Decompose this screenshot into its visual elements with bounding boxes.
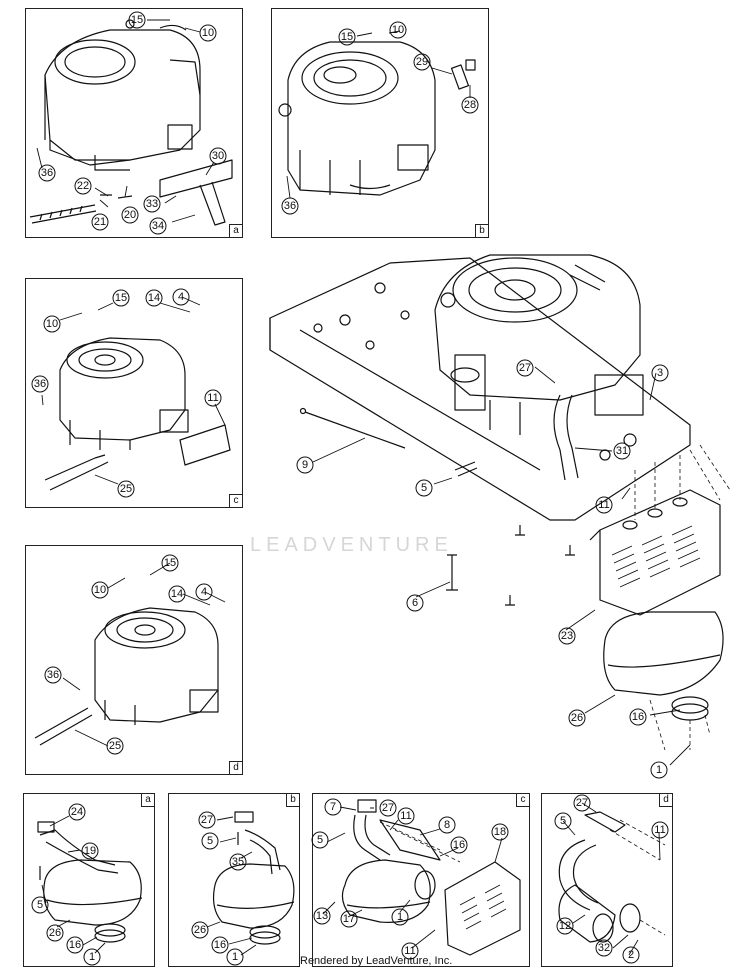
panel-tag-small-c: c xyxy=(516,794,529,807)
callout-4: 4 xyxy=(178,291,184,303)
callout-10: 10 xyxy=(94,584,106,596)
panel-tag-small-d: d xyxy=(659,794,672,807)
panel-tag-small-a: a xyxy=(141,794,154,807)
callout-32: 32 xyxy=(598,942,610,954)
callout-15: 15 xyxy=(341,31,353,43)
callout-11: 11 xyxy=(404,945,415,957)
panel-tag-a: a xyxy=(229,224,242,237)
engine-c-drawing xyxy=(44,337,231,491)
callout-8: 8 xyxy=(444,819,450,831)
engine-variant-d-panel: d xyxy=(25,545,243,775)
muffler-c-drawing xyxy=(341,799,521,956)
callout-36: 36 xyxy=(284,200,296,212)
callout-27: 27 xyxy=(201,814,213,826)
callout-24: 24 xyxy=(71,806,83,818)
callout-1: 1 xyxy=(397,911,403,923)
callout-1: 1 xyxy=(656,764,662,776)
callout-1: 1 xyxy=(232,951,238,963)
callout-23: 23 xyxy=(561,630,573,642)
engine-b-drawing xyxy=(278,41,476,196)
callout-25: 25 xyxy=(120,483,132,495)
callout-11: 11 xyxy=(400,810,411,822)
muffler-variant-b-panel: b xyxy=(168,793,300,967)
callout-16: 16 xyxy=(453,839,465,851)
callout-27: 27 xyxy=(382,802,394,814)
panel-tag-small-b: b xyxy=(286,794,299,807)
callout-5: 5 xyxy=(317,834,323,846)
callout-14: 14 xyxy=(171,588,183,600)
callout-27: 27 xyxy=(519,362,531,374)
watermark: LEADVENTURE xyxy=(250,534,453,556)
callout-10: 10 xyxy=(46,318,58,330)
callout-12: 12 xyxy=(559,920,571,932)
muffler-a-drawing xyxy=(37,821,143,943)
callout-11: 11 xyxy=(207,392,218,404)
callout-9: 9 xyxy=(302,459,308,471)
callout-5: 5 xyxy=(421,482,427,494)
callout-17: 17 xyxy=(343,913,355,925)
muffler-b-drawing xyxy=(212,811,295,945)
callout-4: 4 xyxy=(201,586,207,598)
callout-16: 16 xyxy=(214,939,226,951)
callout-29: 29 xyxy=(416,56,428,68)
callout-36: 36 xyxy=(41,167,53,179)
callout-18: 18 xyxy=(494,826,506,838)
callout-7: 7 xyxy=(330,801,336,813)
callout-22: 22 xyxy=(77,180,89,192)
callout-26: 26 xyxy=(571,712,583,724)
callout-5: 5 xyxy=(37,899,43,911)
callout-33: 33 xyxy=(146,198,158,210)
engine-variant-b-panel: b xyxy=(271,8,489,238)
muffler-variant-c-panel: c xyxy=(312,793,530,967)
callout-36: 36 xyxy=(47,669,59,681)
callout-16: 16 xyxy=(69,939,81,951)
callout-30: 30 xyxy=(212,150,224,162)
engine-a-drawing xyxy=(29,19,233,226)
panel-tag-d: d xyxy=(229,761,242,774)
callout-21: 21 xyxy=(94,216,106,228)
callout-20: 20 xyxy=(124,209,136,221)
callout-10: 10 xyxy=(202,27,214,39)
callout-36: 36 xyxy=(34,378,46,390)
callout-35: 35 xyxy=(232,856,244,868)
callout-27: 27 xyxy=(576,797,588,809)
callout-11: 11 xyxy=(654,824,665,836)
callout-2: 2 xyxy=(628,949,634,961)
callout-26: 26 xyxy=(49,927,61,939)
callout-5: 5 xyxy=(207,835,213,847)
callout-26: 26 xyxy=(194,924,206,936)
callout-10: 10 xyxy=(392,24,404,36)
engine-variant-a-panel: a xyxy=(25,8,243,238)
muffler-d-drawing xyxy=(558,811,666,943)
callout-25: 25 xyxy=(109,740,121,752)
callout-11: 11 xyxy=(598,499,609,511)
callout-34: 34 xyxy=(152,220,164,232)
callout-15: 15 xyxy=(131,14,143,26)
callout-6: 6 xyxy=(412,597,418,609)
engine-d-drawing xyxy=(34,607,219,746)
callout-3: 3 xyxy=(657,367,663,379)
main-assembly-drawing xyxy=(269,254,731,751)
muffler-variant-d-panel: d xyxy=(541,793,673,967)
callout-16: 16 xyxy=(632,711,644,723)
callout-15: 15 xyxy=(115,292,127,304)
callout-5: 5 xyxy=(560,815,566,827)
panel-tag-b: b xyxy=(475,224,488,237)
callout-28: 28 xyxy=(464,99,476,111)
callout-13: 13 xyxy=(316,910,328,922)
callout-14: 14 xyxy=(148,292,160,304)
panel-tag-c: c xyxy=(229,494,242,507)
footer-credit: Rendered by LeadVenture, Inc. xyxy=(300,955,453,967)
leader-lines xyxy=(36,19,691,956)
callout-15: 15 xyxy=(164,557,176,569)
callout-19: 19 xyxy=(84,845,96,857)
callout-1: 1 xyxy=(89,951,95,963)
callout-31: 31 xyxy=(616,445,628,457)
